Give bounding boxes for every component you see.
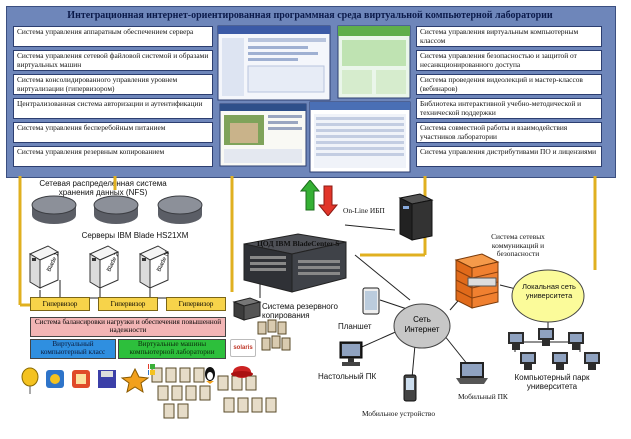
left-box-hypervisor: Система консолидированного управления ур…: [13, 74, 213, 95]
star-icon: [120, 367, 150, 394]
server-cluster-icon: [257, 319, 291, 351]
blade-1-icon: [28, 245, 60, 289]
left-box-nfs: Система управления сетевой файловой сист…: [13, 50, 213, 71]
mobile-device-label: Мобильное устройство: [362, 409, 436, 418]
blade-2-icon: [88, 245, 120, 289]
screenshot-site-1: [217, 25, 331, 101]
balloon-icon: [21, 367, 39, 394]
disk-icon: [31, 195, 77, 224]
virtual-class-strip: Виртуальный компьютерный класс: [30, 339, 116, 359]
left-box-backup: Система управления резервным копирование…: [13, 146, 213, 167]
right-box-collaboration: Система совместной работы и взаимодейств…: [416, 122, 602, 143]
computer-park-label: Компьютерный парк университета: [514, 373, 590, 391]
os-icons-row: [21, 367, 150, 394]
disk-icon: [93, 195, 139, 224]
screenshot-site-3: [219, 103, 307, 167]
screenshot-site-2: [337, 25, 411, 99]
laptop-icon: [456, 362, 488, 384]
right-box-library: Библиотека интерактивной учебно-методиче…: [416, 98, 602, 119]
right-box-webinars: Система проведения видеолекций и мастер-…: [416, 74, 602, 95]
blade-n-icon: [138, 245, 170, 289]
right-box-security: Система управления безопасностью и защит…: [416, 50, 602, 71]
desktop-label: Настольный ПК: [318, 372, 377, 381]
screenshot-site-4: [309, 101, 411, 173]
floppy-icon: [98, 370, 116, 388]
tablet-label: Планшет: [338, 322, 372, 331]
servers-label: Серверы IBM Blade HS21XM: [81, 231, 189, 240]
laptop-label: Мобильный ПК: [458, 392, 508, 401]
balancing-strip: Система балансировки нагрузки и обеспече…: [30, 317, 226, 337]
desktop-pc-icon: [339, 341, 363, 366]
internet-label: Сеть Интернет: [404, 315, 440, 334]
left-box-auth: Централизованная система авторизации и а…: [13, 98, 213, 119]
blade-servers: Blade 1 Blade 2 Blade N: [28, 245, 171, 289]
data-exchange-arrows: [300, 180, 339, 216]
left-box-ups: Система управления бесперебойным питание…: [13, 122, 213, 143]
windows-icon: [148, 364, 155, 375]
hypervisor-2: Гипервизор: [98, 297, 158, 311]
arrow-down-icon: [317, 185, 339, 216]
virtual-machines-cluster: [148, 364, 277, 419]
mobile-device-icon: [403, 374, 417, 402]
redhat-icon: [231, 366, 253, 378]
ups-label: On-Line ИБП: [343, 206, 385, 215]
nfs-storage: [31, 195, 203, 224]
panel-title: Интеграционная интернет-ориентированная …: [67, 10, 553, 21]
firewall-icon: [454, 253, 500, 309]
linux-penguin-icon: [205, 367, 215, 384]
virtual-machines-strip: Виртуальные машины компьютерной лаборато…: [118, 339, 226, 359]
backup-label: Система резервного копирования: [262, 302, 338, 320]
bladecenter-label: ЦОД IBM BladeCenter S: [257, 239, 340, 248]
solaris-logo: solaris: [230, 339, 256, 357]
arrow-up-icon: [300, 180, 321, 211]
disk-icon: [157, 195, 203, 224]
screenshots-collage: [217, 25, 411, 173]
hypervisor-1: Гипервизор: [30, 297, 90, 311]
backup-device-icon: [232, 297, 262, 321]
internet-node: [393, 303, 451, 349]
security-label: Система сетевых коммуникаций и безопасно…: [491, 232, 545, 258]
right-box-licenses: Система управления дистрибутивами ПО и л…: [416, 146, 602, 167]
hypervisor-3: Гипервизор: [166, 297, 226, 311]
tools-icon: [72, 370, 90, 388]
local-network-node: [511, 269, 585, 323]
colored-app-icon: [46, 370, 64, 388]
bladecenter-chassis: [243, 233, 347, 293]
ups-icon: [398, 193, 434, 241]
tablet-icon: [362, 287, 380, 315]
left-box-hardware: Система управления аппаратным обеспечени…: [13, 26, 213, 47]
computer-park-icon: [508, 328, 600, 370]
right-box-virtual-class: Система управления виртуальным компьютер…: [416, 26, 602, 47]
local-network-label: Локальная сеть университета: [522, 282, 576, 300]
nfs-label: Сетевая распределенная система хранения …: [39, 179, 167, 197]
